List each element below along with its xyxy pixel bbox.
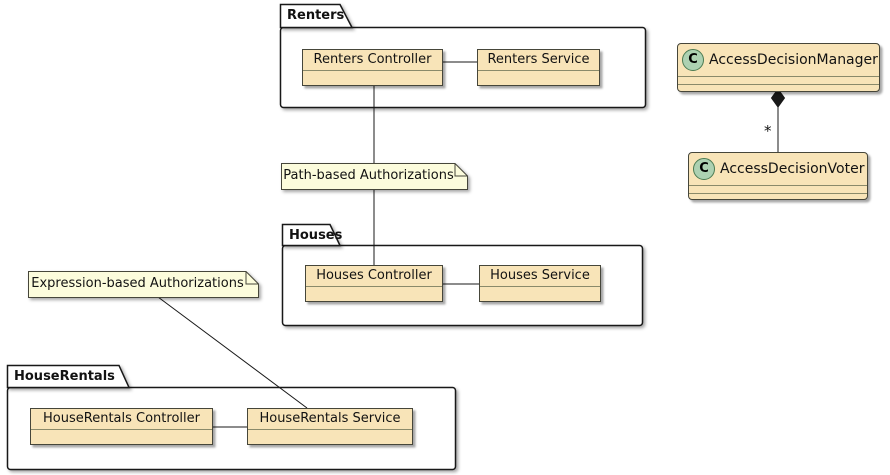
component-houserentals-service: HouseRentals Service bbox=[247, 408, 413, 445]
component-body bbox=[306, 287, 442, 302]
multiplicity-label: * bbox=[764, 122, 772, 140]
class-fields-section bbox=[689, 185, 867, 193]
component-body bbox=[31, 430, 212, 445]
component-label: Renters Service bbox=[478, 50, 599, 71]
component-label: Houses Service bbox=[480, 266, 600, 287]
class-circle-icon: C bbox=[693, 158, 715, 180]
component-body bbox=[480, 287, 600, 302]
component-body bbox=[478, 71, 599, 86]
package-houserentals-label: HouseRentals bbox=[14, 369, 115, 384]
class-name: AccessDecisionManager bbox=[709, 52, 878, 68]
class-methods-section bbox=[689, 193, 867, 201]
component-label: Renters Controller bbox=[303, 50, 442, 71]
class-name: AccessDecisionVoter bbox=[720, 161, 865, 177]
component-houses-service: Houses Service bbox=[479, 265, 601, 302]
component-renters-controller: Renters Controller bbox=[302, 49, 443, 86]
class-methods-section bbox=[678, 84, 879, 92]
package-renters-label: Renters bbox=[287, 8, 345, 23]
package-renters-shape bbox=[279, 3, 647, 109]
class-fields-section bbox=[678, 76, 879, 84]
note-fold-icon bbox=[454, 163, 468, 177]
package-houses-label: Houses bbox=[289, 228, 343, 243]
component-label: HouseRentals Controller bbox=[31, 409, 212, 430]
class-access-decision-voter: C AccessDecisionVoter bbox=[688, 152, 868, 200]
composition-diamond-icon bbox=[770, 88, 786, 108]
class-access-decision-manager: C AccessDecisionManager bbox=[677, 43, 880, 92]
note-path-based-text: Path-based Authorizations bbox=[283, 168, 454, 183]
edge-note-to-houserentals-service bbox=[157, 296, 308, 409]
note-expression-based-text: Expression-based Authorizations bbox=[31, 276, 244, 291]
note-path-based-shape bbox=[281, 163, 468, 190]
component-label: HouseRentals Service bbox=[248, 409, 412, 430]
class-circle-icon: C bbox=[682, 49, 704, 71]
note-expression-based-shape bbox=[28, 271, 259, 298]
component-houses-controller: Houses Controller bbox=[305, 265, 443, 302]
component-body bbox=[303, 71, 442, 86]
component-houserentals-controller: HouseRentals Controller bbox=[30, 408, 213, 445]
class-title: C AccessDecisionManager bbox=[678, 44, 879, 76]
component-renters-service: Renters Service bbox=[477, 49, 600, 86]
component-body bbox=[248, 430, 412, 445]
component-label: Houses Controller bbox=[306, 266, 442, 287]
note-fold-icon bbox=[245, 271, 259, 285]
class-title: C AccessDecisionVoter bbox=[689, 153, 867, 185]
